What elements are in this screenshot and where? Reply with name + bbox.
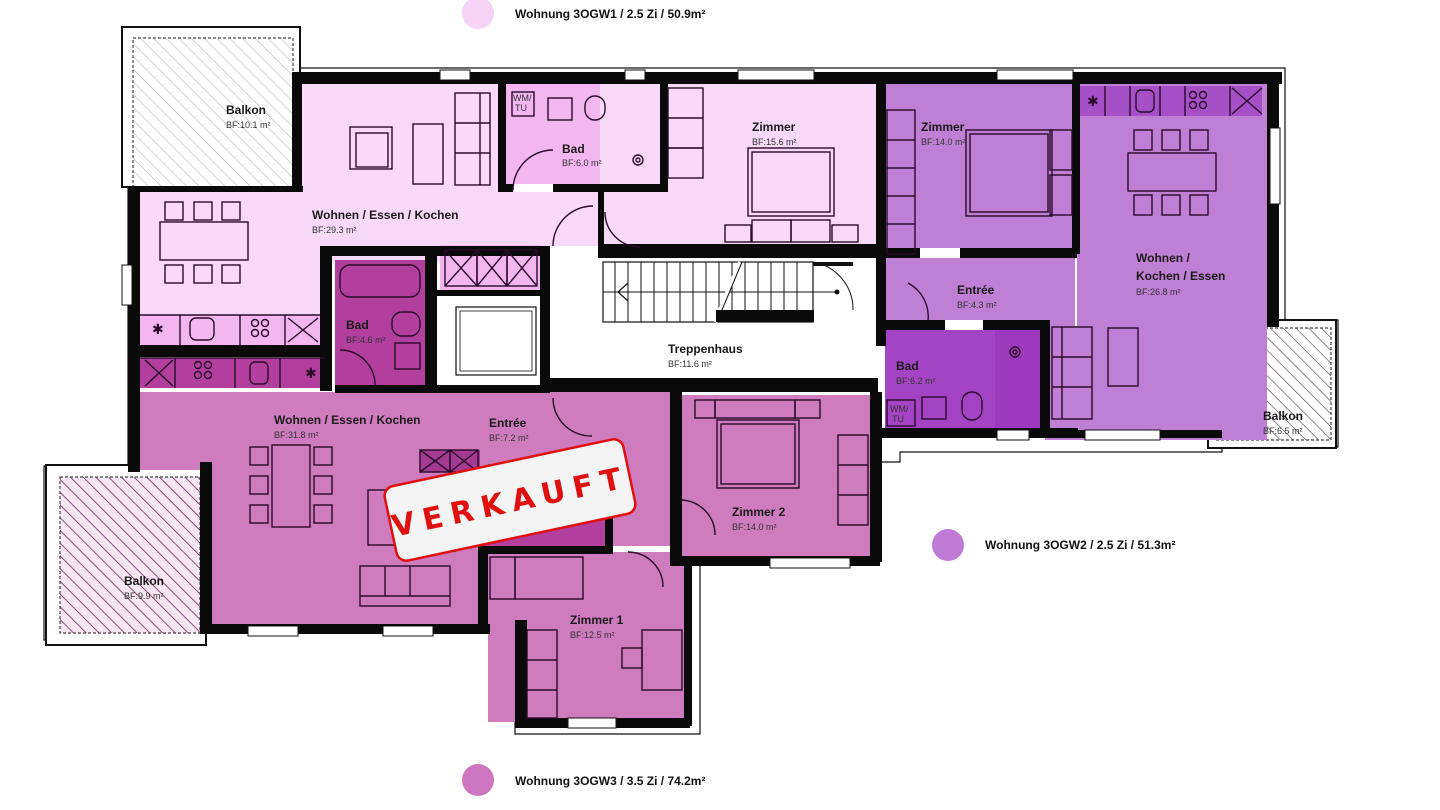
room-name-w2-entree: Entrée (957, 283, 995, 297)
elevator (455, 306, 537, 376)
room-area-w1-zimmer: BF:15.6 m² (752, 137, 797, 147)
room-area-w3-wek: BF:31.8 m² (274, 430, 319, 440)
room-area-w2-zimmer: BF:14.0 m² (921, 137, 966, 147)
room-area-w1-bad: BF:6.0 m² (562, 158, 602, 168)
room-name-w1-zimmer: Zimmer (752, 120, 796, 134)
room-area-treppenhaus: BF:11.6 m² (668, 359, 712, 369)
room-name-w2-wke: Kochen / Essen (1136, 269, 1225, 283)
room-name-w2-bad: Bad (896, 359, 919, 373)
room-name-w1-balkon: Balkon (226, 103, 266, 117)
room-area-w3-balkon: BF:9.9 m² (124, 591, 164, 601)
room-labels: Balkon BF:10.1 m² Wohnen / Essen / Koche… (124, 93, 1303, 640)
furniture-w1: ✱ (140, 87, 859, 345)
room-name-treppenhaus: Treppenhaus (668, 342, 743, 356)
room-name-w3-balkon: Balkon (124, 574, 164, 588)
room-name-w2-balkon: Balkon (1263, 409, 1303, 423)
room-name-w3-bad: Bad (346, 318, 369, 332)
legend-swatch-3ogw3 (462, 764, 494, 796)
furniture-w3: ✱ (140, 264, 869, 719)
legend-swatch-3ogw1 (462, 0, 494, 29)
room-area-w3-entree: BF:7.2 m² (489, 433, 529, 443)
room-area-w2-bad: BF:6.2 m² (896, 376, 936, 386)
wm-label-w2: WM/ (890, 404, 909, 414)
legend-label-3ogw2: Wohnung 3OGW2 / 2.5 Zi / 51.3m² (985, 538, 1175, 552)
room-name-w2-zimmer: Zimmer (921, 120, 965, 134)
furniture-w2: ✱ (886, 86, 1263, 427)
apartment-3ogw2 (885, 84, 1267, 440)
room-area-w1-balkon: BF:10.1 m² (226, 120, 271, 130)
svg-text:✱: ✱ (1087, 93, 1099, 109)
wm-label-w1: WM/ (513, 93, 532, 103)
room-area-w3-zimmer1: BF:12.5 m² (570, 630, 615, 640)
legend-3ogw3: Wohnung 3OGW3 / 3.5 Zi / 74.2m² (462, 764, 705, 796)
room-name-w2-wke-line1: Wohnen / (1136, 251, 1190, 265)
svg-text:✱: ✱ (152, 321, 164, 337)
room-name-w1-bad: Bad (562, 142, 585, 156)
svg-text:✱: ✱ (305, 365, 317, 381)
walls (121, 69, 1282, 729)
tu-label-w1: TU (515, 103, 527, 113)
apartment-3ogw1 (140, 84, 878, 345)
legend-label-3ogw1: Wohnung 3OGW1 / 2.5 Zi / 50.9m² (515, 7, 705, 21)
room-area-w1-wek: BF:29.3 m² (312, 225, 357, 235)
doors-w1 (512, 149, 641, 248)
balkon-w3 (45, 464, 207, 646)
room-name-w1-wek: Wohnen / Essen / Kochen (312, 208, 458, 222)
legend-label-3ogw3: Wohnung 3OGW3 / 3.5 Zi / 74.2m² (515, 774, 705, 788)
room-area-w2-balkon: BF:6.5 m² (1263, 426, 1303, 436)
legend-3ogw1: Wohnung 3OGW1 / 2.5 Zi / 50.9m² (462, 0, 705, 29)
room-area-w3-bad: BF:4.6 m² (346, 335, 386, 345)
room-name-w3-wek: Wohnen / Essen / Kochen (274, 413, 420, 427)
room-area-w2-entree: BF:4.3 m² (957, 300, 997, 310)
legend-swatch-3ogw2 (932, 529, 964, 561)
legend-3ogw2: Wohnung 3OGW2 / 2.5 Zi / 51.3m² (932, 529, 1175, 561)
room-area-w2-wke: BF:26.8 m² (1136, 287, 1181, 297)
tu-label-w2: TU (892, 414, 904, 424)
room-name-w3-zimmer1: Zimmer 1 (570, 613, 624, 627)
storage-w3 (419, 449, 479, 473)
room-area-w3-zimmer2: BF:14.0 m² (732, 522, 777, 532)
room-name-w3-entree: Entrée (489, 416, 527, 430)
room-name-w3-zimmer2: Zimmer 2 (732, 505, 786, 519)
storage-w1 (444, 249, 538, 287)
balkon-w1 (121, 26, 301, 189)
stairs (602, 261, 854, 323)
